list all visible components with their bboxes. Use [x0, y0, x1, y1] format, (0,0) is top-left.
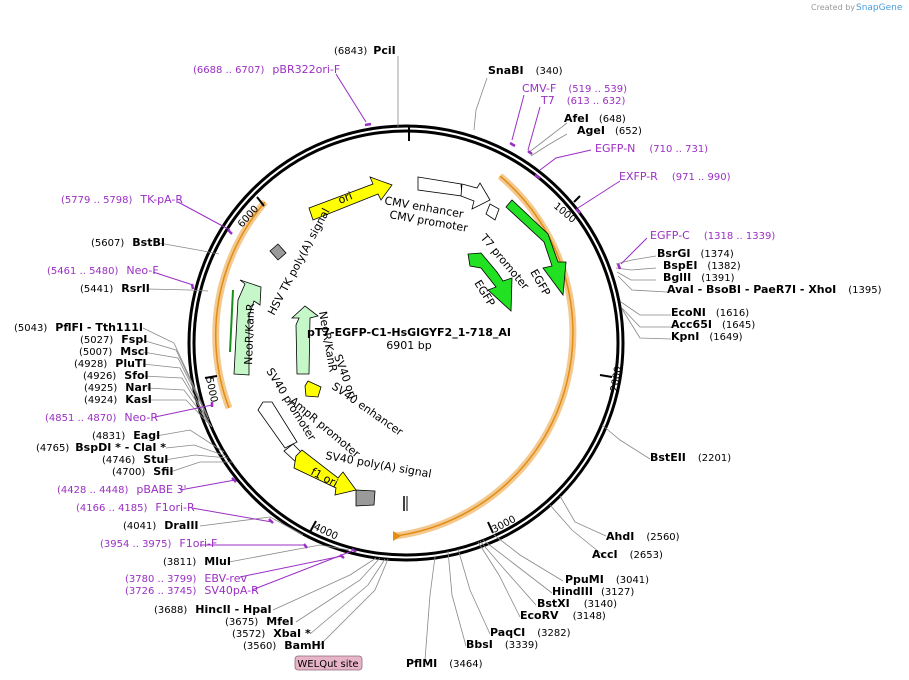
backbone-outer: [187, 124, 625, 562]
site-bspdi-clai[interactable]: (4765)BspDI * - ClaI *: [36, 441, 166, 454]
orf-line-left: [215, 201, 266, 409]
site-bsrgi[interactable]: BsrGI(1374): [657, 247, 734, 260]
feature-label-sv40-enhancer: SV40 enhancer: [329, 380, 405, 439]
site-draiii[interactable]: (4041)DraIII: [123, 519, 199, 532]
site-sfoi[interactable]: (4926)SfoI: [83, 369, 149, 382]
feature-label-neor-kanr-left: NeoR/KanR: [242, 303, 257, 365]
primer-cmv-f[interactable]: CMV-F(519 .. 539): [522, 82, 627, 95]
primer-sv40pa-r[interactable]: (3726 .. 3745)SV40pA-R: [125, 584, 259, 597]
site-acci[interactable]: AccI(2653): [592, 548, 663, 561]
primer-ebv-rev[interactable]: (3780 .. 3799)EBV-rev: [125, 572, 247, 585]
site-afei[interactable]: AfeI(648): [564, 112, 626, 125]
primer-pbabe-3[interactable]: (4428 .. 4448)pBABE 3': [57, 483, 187, 496]
site-pflfi-tth111i[interactable]: (5043)PflFI - Tth111I: [14, 321, 143, 334]
site-ppumi[interactable]: PpuMI(3041): [565, 573, 649, 586]
feature-cmv-promoter[interactable]: [460, 182, 491, 210]
site-paqci[interactable]: PaqCI(3282): [490, 626, 571, 639]
site-bspei[interactable]: BspEI(1382): [663, 259, 741, 272]
site-bstbi[interactable]: (5607)BstBI: [91, 236, 165, 249]
site-nari[interactable]: (4925)NarI: [84, 381, 151, 394]
site-xbai[interactable]: (3572)XbaI *: [232, 627, 311, 640]
feature-egfp-short[interactable]: [467, 252, 513, 312]
site-sfii[interactable]: (4700)SfiI: [112, 465, 173, 478]
plasmid-size: 6901 bp: [386, 339, 431, 352]
site-eagi[interactable]: (4831)EagI: [92, 429, 160, 442]
site-mlui[interactable]: (3811)MluI: [163, 555, 231, 568]
site-econi[interactable]: EcoNI(1616): [671, 306, 749, 319]
tick-label-5000: 5000: [203, 376, 219, 403]
feature-cmv-enhancer[interactable]: [417, 176, 463, 197]
leader-lines: [141, 56, 672, 661]
feature-sv40-ori[interactable]: [304, 380, 322, 398]
primer-f1ori-r[interactable]: (4166 .. 4185)F1ori-R: [76, 501, 195, 514]
primer-marks: [190, 122, 622, 559]
orf-arrow-egfp: [393, 531, 401, 541]
primer-t7[interactable]: T7(613 .. 632): [540, 94, 626, 107]
feature-f1-ori[interactable]: [293, 449, 357, 496]
site-pcii[interactable]: (6843)PciI: [334, 44, 396, 57]
site-msci[interactable]: (5007)MscI: [79, 345, 148, 358]
site-bstxi[interactable]: BstXI(3140): [537, 597, 617, 610]
primer-tk-pa-r[interactable]: (5779 .. 5798)TK-pA-R: [61, 193, 183, 206]
snapgene-brand: SnapGene: [856, 3, 903, 13]
site-fspi[interactable]: (5027)FspI: [80, 333, 147, 346]
feature-label-hsv-tk-polya: HSV TK poly(A) signal: [265, 206, 332, 317]
scale-ticks: [204, 195, 613, 534]
feature-t7-promoter[interactable]: [485, 203, 500, 221]
primer-egfp-c[interactable]: EGFP-C(1318 .. 1339): [650, 229, 775, 242]
primer-neo-f[interactable]: (5461 .. 5480)Neo-F: [47, 264, 159, 277]
feature-label-ori: ori: [336, 189, 354, 206]
feature-inner-arc-left: [229, 289, 234, 353]
backbone-inner: [192, 129, 620, 557]
welqut-site-button[interactable]: WELQut site: [294, 655, 363, 671]
feature-hsv-tk-polya[interactable]: [269, 243, 287, 261]
site-agei[interactable]: AgeI(652): [577, 124, 642, 137]
credit-prefix: Created by: [811, 3, 855, 12]
site-mfei[interactable]: (3675)MfeI: [225, 615, 294, 628]
site-hindiii[interactable]: HindIII(3127): [552, 585, 634, 598]
site-ecorv[interactable]: EcoRV(3148): [520, 609, 606, 622]
welqut-site-label: WELQut site: [297, 659, 358, 670]
site-stui[interactable]: (4746)StuI: [102, 453, 168, 466]
tick-label-2000: 2000: [609, 366, 624, 393]
site-pluti[interactable]: (4928)PluTI: [74, 357, 147, 370]
feature-neor-kanr-left[interactable]: [233, 279, 262, 376]
primer-pbr322ori-f[interactable]: (6688 .. 6707)pBR322ori-F: [193, 63, 340, 76]
primer-exfp-r[interactable]: EXFP-R(971 .. 990): [619, 170, 731, 183]
site-pflmi[interactable]: PflMI(3464): [406, 657, 483, 670]
orf-line-egfp: [394, 175, 574, 537]
site-rsrii[interactable]: (5441)RsrII: [80, 282, 150, 295]
site-hincii-hpai[interactable]: (3688)HincII - HpaI: [154, 603, 272, 616]
primer-f1ori-f[interactable]: (3954 .. 3975)F1ori-F: [100, 537, 217, 550]
feature-ori[interactable]: [308, 176, 393, 221]
site-bglii[interactable]: BglII(1391): [663, 271, 735, 284]
site-acc65i[interactable]: Acc65I(1645): [671, 318, 755, 331]
primer-leaders: [152, 73, 648, 591]
feature-sv40-polya[interactable]: [355, 489, 376, 507]
site-snabi[interactable]: SnaBI(340): [488, 64, 563, 77]
feature-sv40-promoter[interactable]: [257, 401, 298, 449]
primer-egfp-n[interactable]: EGFP-N(710 .. 731): [595, 142, 708, 155]
feature-neor-kanr-inner[interactable]: [290, 305, 319, 375]
site-bsteii[interactable]: BstEII(2201): [650, 451, 731, 464]
site-kasi[interactable]: (4924)KasI: [84, 393, 152, 406]
site-bamhi[interactable]: (3560)BamHI: [243, 639, 325, 652]
site-bbsi[interactable]: BbsI(3339): [466, 638, 538, 651]
primer-neo-r[interactable]: (4851 .. 4870)Neo-R: [45, 411, 158, 424]
feature-egfp-main[interactable]: [505, 199, 567, 297]
site-avai-xhoi[interactable]: AvaI - BsoBI - PaeR7I - XhoI(1395): [667, 283, 882, 296]
site-ahdi[interactable]: AhdI(2560): [606, 530, 680, 543]
site-kpni[interactable]: KpnI(1649): [671, 330, 743, 343]
plasmid-name: pT7-EGFP-C1-HsGIGYF2_1-718_AI: [307, 326, 511, 339]
